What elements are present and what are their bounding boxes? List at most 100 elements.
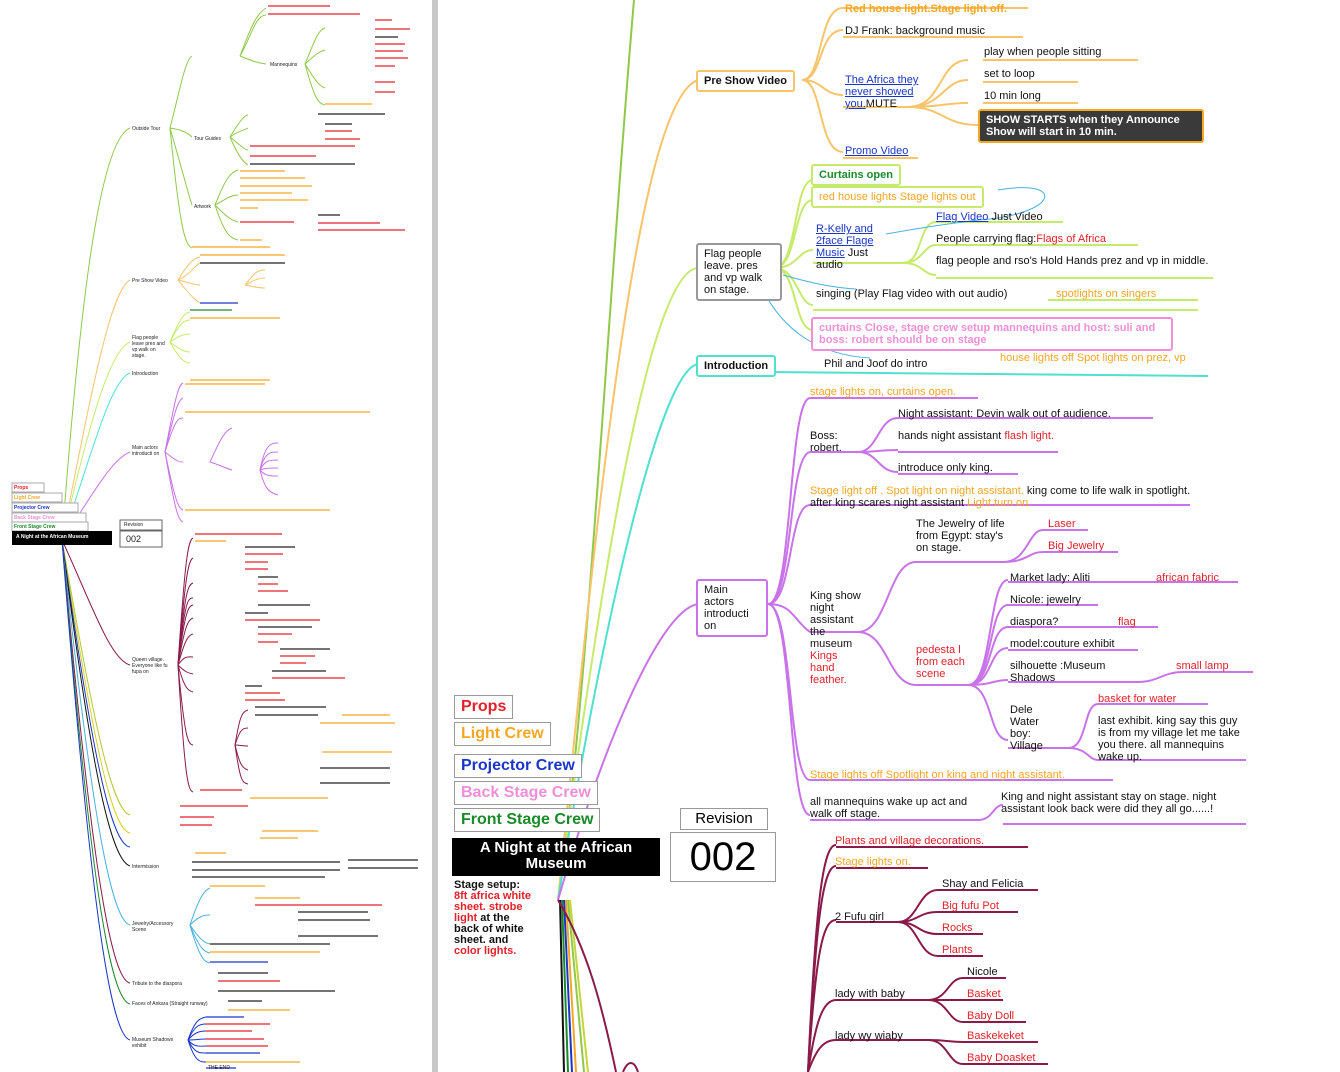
overview-branches <box>11 5 418 1069</box>
overview-text-lines <box>180 5 418 1069</box>
legend-props: Props <box>454 695 514 719</box>
main-small-lamp: small lamp <box>1176 660 1229 672</box>
flag-video-link[interactable]: Flag Video <box>936 211 989 223</box>
queen-baby: lady with baby <box>835 988 905 1000</box>
main-stage-off-text: Stage light off . Spot light on night as… <box>810 485 1024 497</box>
queen-shay: Shay and Felicia <box>942 878 1024 890</box>
trunk-preshow <box>557 79 699 901</box>
main-stage-off2: Stage lights off Spotlight on king and n… <box>810 769 1065 781</box>
africa-video-link[interactable]: The Africa they never showed you. <box>845 74 919 110</box>
legend-light: Light Crew <box>454 722 551 746</box>
branch-shadows <box>61 539 131 1041</box>
mini-node-intermission: Intermission <box>132 864 159 870</box>
node-flag[interactable]: Flag people leave. pres and vp walk on s… <box>696 243 782 301</box>
branch-dance <box>61 539 131 848</box>
main-hands-text: hands night assistant <box>898 430 1005 442</box>
mini-node-main: Main actors introducti on <box>132 445 160 457</box>
flag-video: Flag Video Just Video <box>936 211 1043 223</box>
main-light-turn: Light turn on. <box>967 497 1032 509</box>
branch-tribute <box>61 539 131 984</box>
flag-rkelly: R-Kelly and 2face Flage Music Just audio <box>816 223 886 271</box>
mini-node-outside-tour: Outside Tour <box>132 126 161 132</box>
mini-legend-frontstage-text: Front Stage Crew <box>14 524 56 530</box>
root-title[interactable]: A Night at the African Museum <box>452 838 660 876</box>
main-stage-lights: stage lights on, curtains open. <box>810 386 957 398</box>
rkelly-music-link[interactable]: R-Kelly and 2face Flage Music <box>816 223 874 259</box>
preshow-mute: MUTE <box>865 98 897 110</box>
root-stage-setup: Stage setup: 8ft africa white sheet. str… <box>454 880 536 957</box>
branch-queen <box>61 539 131 666</box>
main-last-exhibit: last exhibit. king say this guy is from … <box>1098 715 1240 763</box>
mini-legend-backstage-text: Back Stage Crew <box>14 515 55 521</box>
flag-red-house: red house lights Stage lights out <box>811 186 984 208</box>
mini-node-tour-guides: Tour Guides <box>194 136 221 142</box>
node-preshow[interactable]: Pre Show Video <box>696 70 795 92</box>
queen-pot: Big fufu Pot <box>942 900 999 912</box>
preshow-africa: The Africa they never showed you.MUTE <box>845 74 945 110</box>
main-big-jewelry: Big Jewelry <box>1048 540 1105 552</box>
queen-doll: Baby Doll <box>967 1010 1015 1022</box>
main-silhouette: silhouette :Museum Shadows <box>1010 660 1106 684</box>
intro-house: house lights off Spot lights on prez, vp <box>1000 352 1186 364</box>
detail-panel: Pre Show Video Red house light.Stage lig… <box>438 0 1340 1072</box>
stage-setup-color: color lights. <box>454 945 517 957</box>
branch-mall <box>61 539 131 816</box>
mini-revision-box <box>119 530 163 548</box>
mini-node-artwork: Artwork <box>194 204 211 210</box>
mini-node-end: THE END <box>208 1065 230 1071</box>
mini-root-box <box>12 531 112 545</box>
preshow-loop: set to loop <box>984 68 1035 80</box>
mini-node-tribute: Tribute to the diaspora <box>132 981 182 987</box>
main-diaspora: diaspora? <box>1010 616 1059 628</box>
flag-carrying-text: People carrying flag: <box>936 233 1037 245</box>
queen-nicole: Nicole <box>967 966 998 978</box>
branch-intermission <box>61 539 131 867</box>
trunk-queen <box>557 899 617 1072</box>
preshow-red-house: Red house light.Stage light off. <box>845 3 1007 15</box>
flag-just-audio: Just audio <box>816 247 868 271</box>
queen-fufu: 2 Fufu girl <box>835 911 884 923</box>
main-king-show: King show night assistant the museum Kin… <box>810 590 862 686</box>
flag-just-video: Just Video <box>988 211 1043 223</box>
overview-panel: Props Light Crew Projector Crew Back Sta… <box>0 0 432 1072</box>
queen-plants-dec: Plants and village decorations. <box>835 835 985 847</box>
promo-video-link[interactable]: Promo Video <box>845 145 909 157</box>
flag-spotlights: spotlights on singers <box>1056 288 1157 300</box>
mini-revision-label-box <box>119 519 163 531</box>
mini-legend-light <box>11 492 63 503</box>
preshow-play: play when people sitting <box>984 46 1102 58</box>
main-devin: Night assistant: Devin walk out of audie… <box>898 408 1111 420</box>
main-king-life: king come to life walk in spotlight. aft… <box>810 485 1191 509</box>
mini-root-title: A Night at the African Museum <box>16 534 89 540</box>
mini-revision-number: 002 <box>126 534 142 544</box>
mini-legend-props <box>11 482 45 493</box>
main-african-fabric: african fabric <box>1156 572 1219 584</box>
flag-curtains-close: curtains Close, stage crew setup mannequ… <box>811 317 1173 351</box>
mini-node-flag: Flag people leave pres and vp walk on st… <box>132 335 165 359</box>
revision-label: Revision <box>680 808 768 830</box>
mini-legend-projector <box>11 502 79 513</box>
panel-divider <box>432 0 438 1072</box>
preshow-ten: 10 min long <box>984 90 1041 102</box>
stage-setup-mid: at the back of white sheet. and <box>454 912 524 946</box>
branch-jewelry <box>61 539 131 926</box>
mini-legend-projector-text: Projector Crew <box>14 505 50 511</box>
main-wake: all mannequins wake up act and walk off … <box>810 796 968 820</box>
main-kings-hand: Kings hand feather. <box>810 650 847 686</box>
mini-node-mannequins: Mannequins <box>270 62 298 68</box>
main-king-show-text: King show night assistant the museum <box>810 590 861 650</box>
mini-legend-props-text: Props <box>14 485 29 491</box>
branch-outside-tour <box>61 127 131 541</box>
stage-setup-prefix: Stage setup: <box>454 879 521 891</box>
main-boss: Boss: robert. <box>810 430 842 454</box>
node-intro[interactable]: Introduction <box>696 355 777 377</box>
main-market: Market lady: Aliti <box>1010 572 1091 584</box>
legend-backstage: Back Stage Crew <box>454 781 598 805</box>
preshow-dj: DJ Frank: background music <box>845 25 985 37</box>
queen-plants: Plants <box>942 944 973 956</box>
branch-faces <box>61 539 131 1005</box>
mini-legend-light-text: Light Crew <box>14 495 40 501</box>
main-laser: Laser <box>1048 518 1076 530</box>
revision-number: 002 <box>670 832 776 882</box>
node-main[interactable]: Main actors introducti on <box>696 579 768 637</box>
